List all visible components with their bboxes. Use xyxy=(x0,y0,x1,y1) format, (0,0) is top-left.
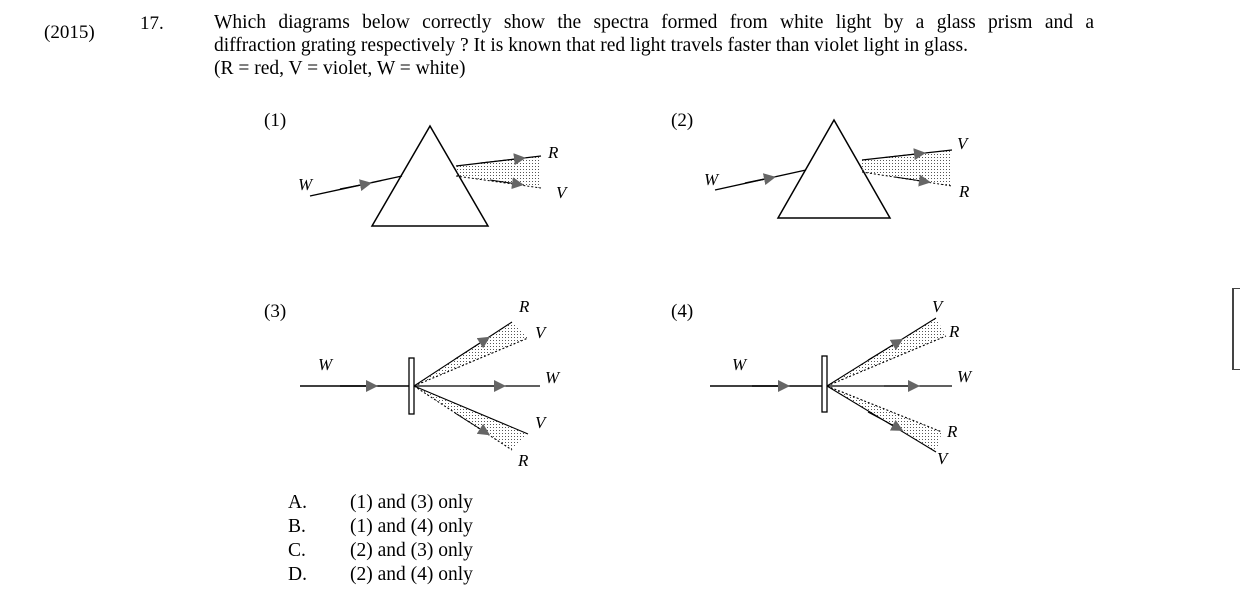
d3-down-inner-label: V xyxy=(535,413,548,432)
d3-centre-label: W xyxy=(545,368,561,387)
d4-up-inner-label: R xyxy=(948,322,960,341)
d4-up-outer-label: V xyxy=(932,297,945,316)
d3-upper-spectrum xyxy=(414,322,528,386)
d4-lower-spectrum xyxy=(827,386,942,452)
option-letter: B. xyxy=(288,516,306,537)
diagram-3-grating-setup: W R V W V R xyxy=(300,297,561,470)
question-line-2: diffraction grating respectively ? It is… xyxy=(214,35,968,56)
diagram-1-prism-setup: W R V xyxy=(298,124,569,227)
option-c[interactable]: C. (2) and (3) only xyxy=(288,539,473,563)
d3-in-label: W xyxy=(318,355,334,374)
question-number: 17. xyxy=(140,13,164,34)
d1-top-label: R xyxy=(547,143,559,162)
d1-in-label: W xyxy=(298,175,314,194)
d4-centre-label: W xyxy=(957,367,973,386)
grating-4 xyxy=(821,355,828,413)
option-b[interactable]: B. (1) and (4) only xyxy=(288,515,473,539)
diagram-1-label: (1) xyxy=(264,110,287,131)
d4-upper-spectrum xyxy=(827,318,946,386)
d3-up-inner-label: V xyxy=(535,323,548,342)
d4-down-inner-label: R xyxy=(946,422,958,441)
diagram-3-label: (3) xyxy=(264,301,287,322)
option-text: (2) and (3) only xyxy=(350,540,473,561)
question-year: (2015) xyxy=(44,22,95,43)
grating-3 xyxy=(408,357,415,415)
question-line-1: Which diagrams below correctly show the … xyxy=(214,12,1094,33)
question-text: Which diagrams below correctly show the … xyxy=(214,11,1094,80)
diagram-4-label: (4) xyxy=(671,301,694,322)
diagram-4-grating-setup: W V R W R V xyxy=(710,297,973,468)
option-text: (2) and (4) only xyxy=(350,564,473,585)
diagram-2-label: (2) xyxy=(671,110,694,131)
d3-lower-spectrum xyxy=(414,386,528,450)
option-text: (1) and (3) only xyxy=(350,492,473,513)
d2-bottom-label: R xyxy=(958,182,970,201)
answer-options: A. (1) and (3) only B. (1) and (4) only … xyxy=(288,491,473,587)
d1-bottom-label: V xyxy=(556,183,569,202)
d3-up-outer-label: R xyxy=(518,297,530,316)
option-text: (1) and (4) only xyxy=(350,516,473,537)
d2-in-label: W xyxy=(704,170,720,189)
scan-bracket-mark xyxy=(1232,288,1240,370)
d3-down-outer-label: R xyxy=(517,451,529,470)
option-a[interactable]: A. (1) and (3) only xyxy=(288,491,473,515)
option-letter: C. xyxy=(288,540,306,561)
option-d[interactable]: D. (2) and (4) only xyxy=(288,563,473,587)
option-letter: D. xyxy=(288,564,307,585)
question-line-3: (R = red, V = violet, W = white) xyxy=(214,58,466,79)
d4-down-outer-label: V xyxy=(937,449,950,468)
d2-top-label: V xyxy=(957,134,970,153)
diagram-2-prism-setup: W V R xyxy=(704,118,970,219)
d4-in-label: W xyxy=(732,355,748,374)
option-letter: A. xyxy=(288,492,307,513)
